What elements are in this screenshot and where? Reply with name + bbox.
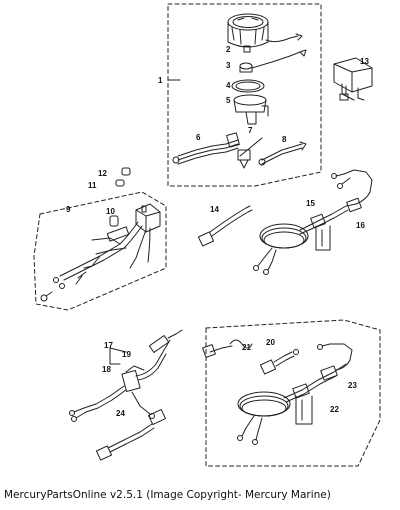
extension-cable-24 <box>95 409 166 461</box>
fitting-12 <box>121 167 131 176</box>
callout-3: 3 <box>226 61 231 70</box>
dashed-border-gauge-kit <box>167 3 322 187</box>
gauge-wire <box>265 35 299 43</box>
callout-15: 15 <box>306 199 315 208</box>
sender-7 <box>237 137 263 169</box>
tachometer-gauge <box>227 13 269 48</box>
parts-diagram: 1 2 3 4 5 6 7 8 9 10 11 12 13 14 15 16 1… <box>33 3 381 467</box>
mounting-ring <box>231 79 265 93</box>
callout-20: 20 <box>266 338 275 347</box>
barrel-connector <box>106 226 130 242</box>
callout-16: 16 <box>356 221 365 230</box>
callout-9: 9 <box>66 205 71 214</box>
callout-4: 4 <box>226 81 231 90</box>
callout-8: 8 <box>282 135 287 144</box>
harness-group-9 <box>33 167 167 311</box>
callout-19: 19 <box>122 350 131 359</box>
gauge-kit-group <box>167 3 322 187</box>
harness-6 <box>172 132 240 165</box>
callout-12: 12 <box>98 169 107 178</box>
callout-2: 2 <box>226 45 231 54</box>
callout-22: 22 <box>330 405 339 414</box>
connector-15 <box>310 213 326 229</box>
callout-6: 6 <box>196 133 201 142</box>
callout-13: 13 <box>360 57 369 66</box>
callout-labels: 1 2 3 4 5 6 7 8 9 10 11 12 13 14 15 16 1… <box>66 45 369 418</box>
callout-1: 1 <box>158 76 163 85</box>
callout-7: 7 <box>248 126 253 135</box>
part-10 <box>109 215 119 227</box>
callout-14: 14 <box>210 205 219 214</box>
wire-8 <box>258 141 307 166</box>
connector-16 <box>346 197 362 213</box>
mounting-bracket <box>233 94 269 125</box>
dashed-border-harness-9 <box>33 191 167 311</box>
switch-harness-17-19 <box>69 329 183 422</box>
switch-box <box>135 203 161 233</box>
callout-17: 17 <box>104 341 113 350</box>
callout-11: 11 <box>88 181 97 190</box>
fitting-11 <box>115 179 125 187</box>
callout-24: 24 <box>116 409 125 418</box>
dashed-border-harness-20-23 <box>205 319 381 467</box>
coiled-harness-15-16 <box>253 169 373 275</box>
callout-21: 21 <box>242 343 251 352</box>
cable-14 <box>197 205 253 247</box>
callout-10: 10 <box>106 207 115 216</box>
callout-18: 18 <box>102 365 111 374</box>
module-13 <box>333 57 373 101</box>
clip-part <box>239 49 307 73</box>
callout-5: 5 <box>226 96 231 105</box>
copyright-footer: MercuryPartsOnline v2.5.1 (Image Copyrig… <box>4 489 331 501</box>
callout-23: 23 <box>348 381 357 390</box>
nut-part <box>243 45 251 53</box>
harness-group-20-23 <box>202 319 381 467</box>
